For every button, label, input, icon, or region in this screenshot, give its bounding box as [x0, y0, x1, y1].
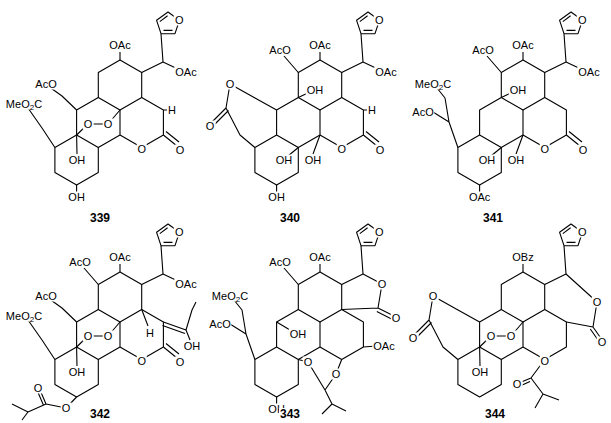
atom-label: O	[175, 145, 186, 156]
atom-label: OAc	[372, 341, 395, 352]
atom-label: OAc	[108, 252, 131, 263]
atom-label: O	[136, 356, 147, 367]
atom-label: O	[506, 331, 517, 342]
molecule-343	[230, 224, 394, 414]
atom-label: AcO	[68, 257, 91, 268]
atom-label: OAc	[308, 252, 331, 263]
ring-skeleton	[255, 224, 380, 397]
atom-label: OH	[478, 155, 497, 166]
atom-label: O	[577, 15, 588, 26]
atom-label: AcO	[208, 319, 231, 330]
atom-label: O	[428, 291, 439, 302]
atom-label: O	[512, 379, 523, 390]
atom-label: O	[391, 313, 402, 324]
atom-label: O	[225, 79, 236, 90]
bond-lines	[212, 56, 380, 192]
atom-label: O	[205, 121, 216, 132]
atom-label: O	[83, 119, 94, 130]
atom-label: O	[336, 144, 347, 155]
atom-label: O	[175, 357, 186, 368]
atom-label: O	[83, 331, 94, 342]
bond-lines	[415, 274, 600, 408]
atom-label: OH	[183, 341, 202, 352]
atom-label: OH	[509, 85, 528, 96]
atom-label: O	[103, 119, 114, 130]
atom-label: OH	[306, 85, 325, 96]
molecule-341	[433, 12, 583, 192]
atom-label: OH	[68, 155, 87, 166]
atom-label: MeO2C	[5, 99, 43, 110]
atom-label: MeO2C	[5, 311, 43, 322]
compound-number: 341	[482, 212, 504, 224]
atom-label: OAc	[374, 67, 397, 78]
atom-label: O	[539, 144, 550, 155]
atom-label: H	[367, 105, 377, 116]
molecule-339	[28, 12, 180, 192]
atom-label: MeO2C	[211, 291, 249, 302]
ring-skeleton	[55, 12, 179, 185]
atom-label: OAc	[174, 67, 197, 78]
atom-label: H	[145, 328, 155, 339]
compound-number: 344	[484, 408, 506, 420]
atom-label: AcO	[34, 79, 57, 90]
ring-skeleton	[255, 12, 380, 185]
atom-label: O	[174, 227, 185, 238]
atom-label: O	[486, 331, 497, 342]
bond-lines	[28, 62, 180, 192]
compound-number: 340	[279, 212, 301, 224]
atom-label: OH	[267, 192, 286, 203]
atom-label: O	[375, 145, 386, 156]
ring-skeleton	[55, 224, 179, 397]
atom-label: O	[374, 15, 385, 26]
atom-label: OH	[304, 155, 323, 166]
atom-label: OH	[507, 155, 526, 166]
bond-lines	[230, 268, 394, 414]
atom-label: OH	[289, 329, 308, 340]
atom-label: AcO	[471, 45, 494, 56]
atom-label: O	[33, 383, 44, 394]
atom-label: O	[374, 227, 385, 238]
atom-label: H	[167, 105, 177, 116]
compound-number: 342	[89, 408, 111, 420]
atom-label: O	[174, 15, 185, 26]
atom-label: OH	[471, 367, 490, 378]
atom-label: O	[577, 227, 588, 238]
atom-label: O	[408, 333, 419, 344]
atom-label: O	[331, 369, 342, 380]
atom-label: AcO	[34, 291, 57, 302]
atom-label: OAc	[468, 192, 491, 203]
compound-number: 339	[89, 212, 111, 224]
atom-label: OAc	[577, 67, 600, 78]
atom-label: O	[597, 337, 608, 348]
atom-label: MeO2C	[414, 79, 452, 90]
atom-label: O	[303, 357, 314, 368]
atom-label: OAc	[174, 279, 197, 290]
atom-label: OH	[68, 367, 87, 378]
molecule-342	[12, 224, 196, 420]
atom-label: O	[592, 297, 603, 308]
atom-label: AcO	[268, 257, 291, 268]
atom-label: AcO	[268, 45, 291, 56]
atom-label: O	[136, 144, 147, 155]
compound-number: 343	[279, 408, 301, 420]
atom-label: OAc	[511, 40, 534, 51]
atom-label: O	[539, 356, 550, 367]
atom-label: O	[578, 145, 589, 156]
atom-label: OBz	[511, 252, 534, 263]
atom-label: O	[377, 279, 388, 290]
atom-label: OH	[275, 155, 294, 166]
molecule-340	[212, 12, 380, 192]
atom-label: AcO	[411, 107, 434, 118]
atom-label: OH	[67, 192, 86, 203]
molecule-344	[415, 224, 600, 408]
atom-label: OAc	[108, 40, 131, 51]
bond-lines	[12, 268, 196, 420]
bond-lines	[433, 56, 583, 192]
ring-skeleton	[458, 224, 583, 397]
atom-label: OAc	[308, 40, 331, 51]
atom-label: O	[103, 331, 114, 342]
ring-skeleton	[458, 12, 583, 185]
atom-label: O	[61, 403, 72, 414]
